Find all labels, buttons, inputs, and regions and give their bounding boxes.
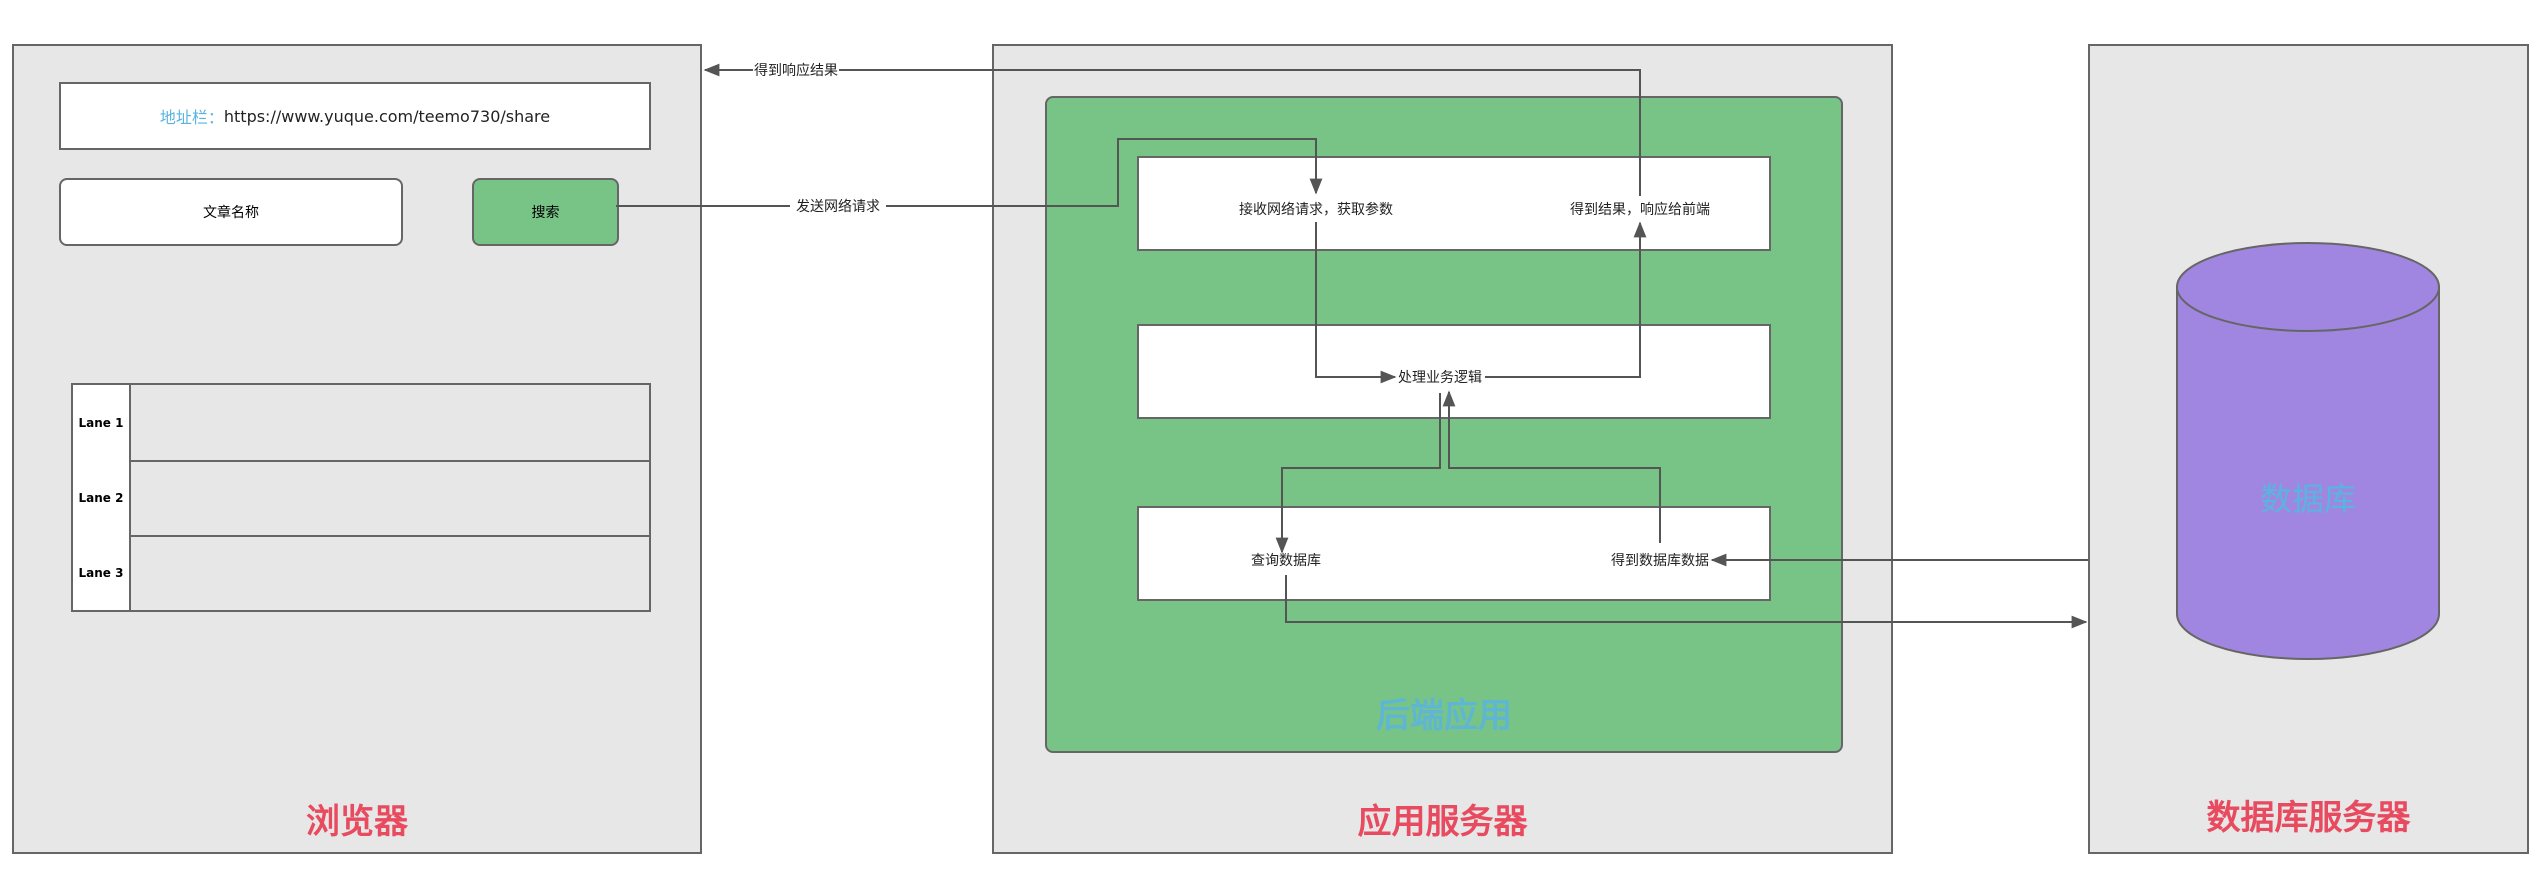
- backend-label: 后端应用: [1376, 696, 1512, 736]
- lane: Lane 2: [73, 460, 649, 537]
- lane: Lane 3: [73, 535, 649, 610]
- db-server-title: 数据库服务器: [2206, 798, 2411, 838]
- article-title-placeholder: 文章名称: [203, 205, 259, 221]
- address-bar[interactable]: 地址栏： https://www.yuque.com/teemo730/shar…: [59, 82, 651, 150]
- address-bar-url: https://www.yuque.com/teemo730/share: [223, 106, 551, 126]
- lane-label: Lane 2: [73, 460, 131, 535]
- step-box-request: [1137, 156, 1771, 251]
- step-box-logic: [1137, 324, 1771, 419]
- browser-title: 浏览器: [306, 802, 408, 842]
- search-button[interactable]: 搜索: [472, 178, 619, 246]
- lane: Lane 1: [73, 385, 649, 462]
- lane-label: Lane 1: [73, 385, 131, 460]
- app-server-title: 应用服务器: [1357, 802, 1528, 842]
- app-server-panel: 后端应用 应用服务器: [992, 44, 1893, 854]
- get-response-label: 得到响应结果: [754, 62, 838, 79]
- article-title-input[interactable]: 文章名称: [59, 178, 403, 246]
- step-box-db: [1137, 506, 1771, 601]
- address-bar-label: 地址栏：: [159, 108, 224, 127]
- db-server-panel: 数据库服务器: [2088, 44, 2529, 854]
- backend-app: 后端应用: [1045, 96, 1843, 753]
- swimlanes: Lane 1 Lane 2 Lane 3: [71, 383, 651, 612]
- browser-panel: 地址栏： https://www.yuque.com/teemo730/shar…: [12, 44, 702, 854]
- search-button-label: 搜索: [531, 205, 560, 221]
- send-request-label: 发送网络请求: [796, 199, 880, 215]
- lane-label: Lane 3: [73, 535, 131, 610]
